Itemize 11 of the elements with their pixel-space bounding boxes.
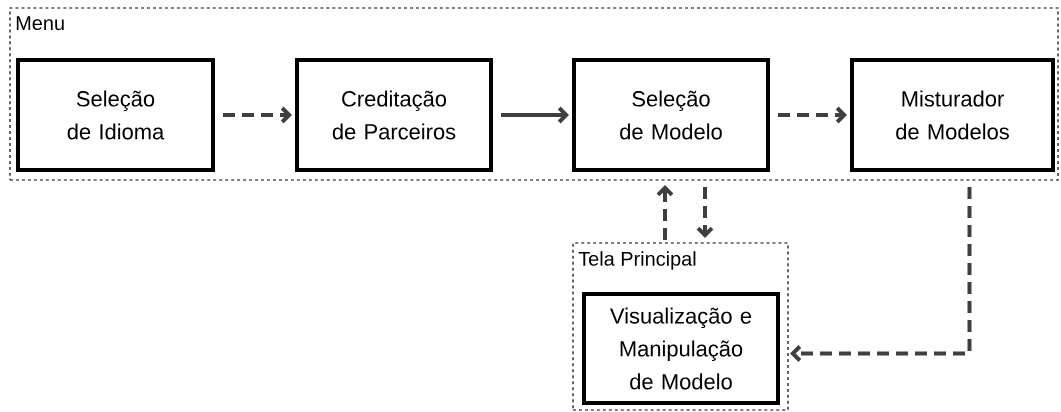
process-box: Visualização e Manipulação de Modelo <box>582 292 780 405</box>
arrow <box>501 106 569 124</box>
process-box: Misturador de Modelos <box>850 58 1055 172</box>
arrow <box>790 187 972 362</box>
arrow <box>656 185 674 240</box>
process-box: Seleção de Idioma <box>16 58 215 172</box>
arrow <box>223 106 292 124</box>
arrow <box>778 106 847 124</box>
process-box: Creditação de Parceiros <box>295 58 493 172</box>
arrow <box>696 187 714 238</box>
process-box: Seleção de Modelo <box>572 58 770 172</box>
